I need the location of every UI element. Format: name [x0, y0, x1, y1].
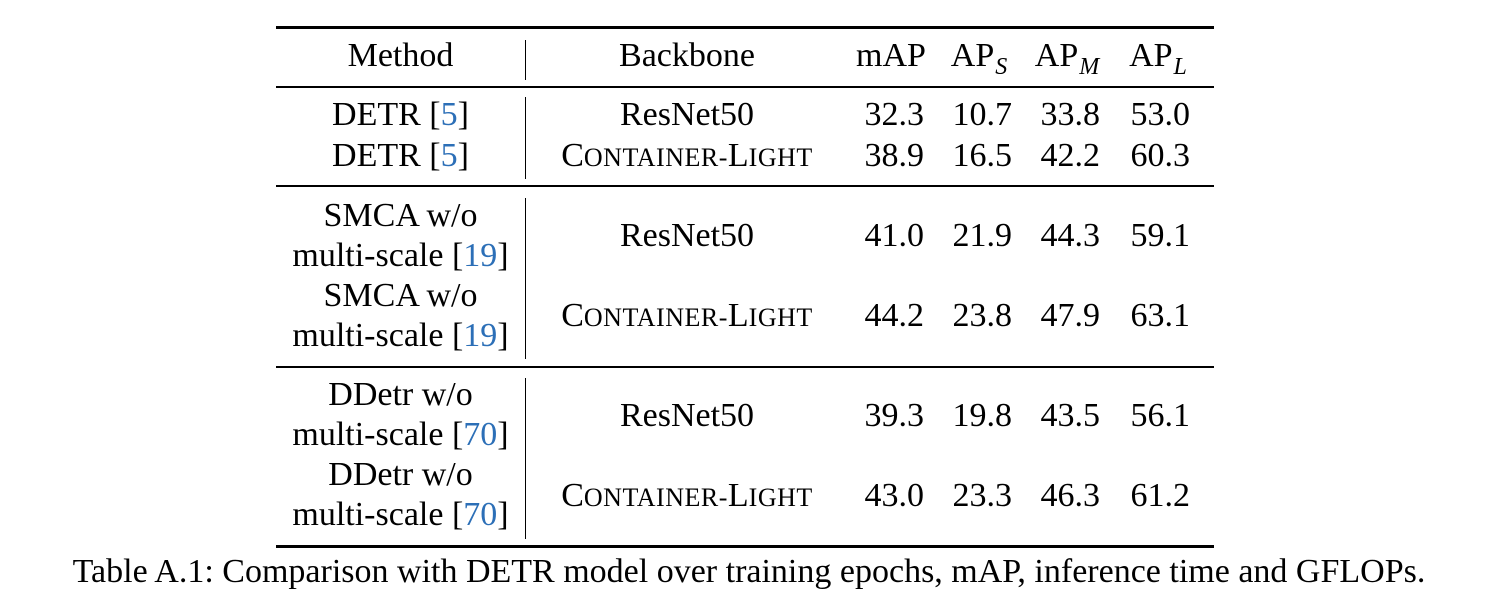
table-row-apl: 60.3 [1130, 137, 1191, 174]
group-rule-1 [276, 185, 1214, 187]
header-ap-large: APL [1118, 36, 1198, 80]
header-method: Method [347, 37, 454, 74]
header-ap-large-base: AP [1129, 37, 1173, 74]
table-row-map: 44.2 [864, 297, 925, 334]
citation-link[interactable]: 5 [440, 137, 458, 174]
table-row-apm: 43.5 [1040, 397, 1101, 434]
header-ap-small-sub: S [995, 54, 1008, 80]
table-row-method: DETR [5] [276, 95, 525, 135]
table-row-map: 32.3 [864, 96, 925, 133]
table-row-aps: 23.8 [952, 297, 1013, 334]
citation-close: ] [457, 137, 469, 174]
table-row-backbone: ResNet50 [619, 217, 755, 254]
method-label: DETR [ [332, 137, 441, 174]
citation-close: ] [497, 416, 509, 453]
table-row-aps: 21.9 [952, 217, 1013, 254]
table-row-backbone: ResNet50 [619, 397, 755, 434]
method-label: multi-scale [ [292, 416, 464, 453]
table-row-backbone: ResNet50 [619, 96, 755, 133]
header-ap-medium-sub: M [1079, 54, 1100, 80]
header-rule [276, 86, 1214, 88]
header-ap-large-sub: L [1173, 54, 1187, 80]
table-row-apm: 47.9 [1040, 297, 1101, 334]
table-row-method: DDetr w/o [328, 456, 473, 493]
citation-close: ] [457, 96, 469, 133]
method-label: multi-scale [ [292, 496, 464, 533]
citation-close: ] [497, 237, 509, 274]
citation-close: ] [497, 317, 509, 354]
table-caption: Table A.1: Comparison with DETR model ov… [72, 553, 1426, 590]
table-row-method: DDetr w/o [328, 376, 473, 413]
table-row-map: 41.0 [864, 217, 925, 254]
table-row-map: 39.3 [864, 397, 925, 434]
header-map: mAP [856, 37, 926, 74]
group-rule-2 [276, 366, 1214, 368]
bottom-rule [276, 545, 1214, 548]
table-row-backbone: CONTAINER-LIGHT [561, 297, 813, 334]
header-ap-medium: APM [1022, 36, 1112, 80]
table-row-apl: 61.2 [1130, 477, 1191, 514]
table-row-backbone: CONTAINER-LIGHT [561, 477, 813, 514]
header-backbone: Backbone [619, 37, 755, 74]
header-ap-medium-base: AP [1034, 37, 1079, 74]
table-row-method: DETR [5] [276, 136, 525, 176]
table-row-apm: 33.8 [1040, 96, 1101, 133]
column-separator-group-3 [525, 378, 526, 539]
top-rule [276, 26, 1214, 29]
citation-link[interactable]: 70 [463, 416, 498, 453]
table-row-map: 38.9 [864, 137, 925, 174]
column-separator-group-2 [525, 198, 526, 359]
table-row-apm: 44.3 [1040, 217, 1101, 254]
table-row-method: SMCA w/o [323, 277, 478, 314]
table-row-method-line2: multi-scale [70] [276, 495, 525, 535]
table-row-apm: 46.3 [1040, 477, 1101, 514]
table-row-aps: 23.3 [952, 477, 1013, 514]
table-row-apl: 53.0 [1130, 96, 1191, 133]
table-row-apl: 63.1 [1130, 297, 1191, 334]
citation-link[interactable]: 19 [463, 237, 498, 274]
column-separator-header [525, 40, 526, 80]
citation-close: ] [497, 496, 509, 533]
table-row-aps: 10.7 [952, 96, 1013, 133]
method-label: DETR [ [332, 96, 441, 133]
table-row-apl: 56.1 [1130, 397, 1191, 434]
method-label: multi-scale [ [292, 237, 464, 274]
header-ap-small: APS [940, 36, 1018, 80]
table-row-method-line2: multi-scale [19] [276, 236, 525, 276]
table-row-aps: 16.5 [952, 137, 1013, 174]
method-label: multi-scale [ [292, 317, 464, 354]
citation-link[interactable]: 5 [440, 96, 458, 133]
table-row-backbone: CONTAINER-LIGHT [561, 137, 813, 174]
header-ap-small-base: AP [950, 37, 995, 74]
table-row-method-line2: multi-scale [19] [276, 316, 525, 356]
column-separator-group-1 [525, 97, 526, 179]
table-row-method-line2: multi-scale [70] [276, 415, 525, 455]
table-row-method: SMCA w/o [323, 197, 478, 234]
table-row-apm: 42.2 [1040, 137, 1101, 174]
table-row-apl: 59.1 [1130, 217, 1191, 254]
citation-link[interactable]: 19 [463, 317, 498, 354]
citation-link[interactable]: 70 [463, 496, 498, 533]
table-row-map: 43.0 [864, 477, 925, 514]
table-row-aps: 19.8 [952, 397, 1013, 434]
